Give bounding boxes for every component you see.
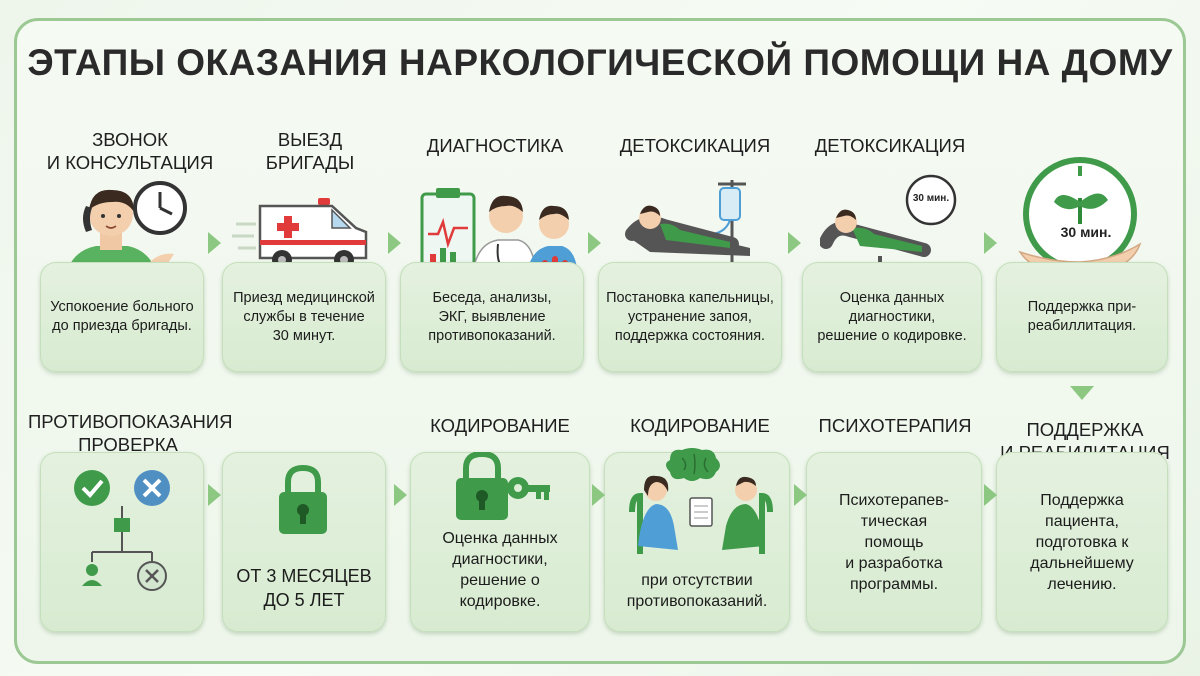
card-psychotherapy: Психотерапев- тическая помощь и разработ… xyxy=(806,452,982,632)
page-title: ЭТАПЫ ОКАЗАНИЯ НАРКОЛОГИЧЕСКОЙ ПОМОЩИ НА… xyxy=(27,42,1173,83)
plant-timer-label: 30 мин. xyxy=(1060,224,1112,240)
iv-drip-patient-icon xyxy=(625,180,750,268)
card-rehab: Поддержка пациента, подготовка к дальней… xyxy=(996,452,1168,632)
arrow-right-8 xyxy=(592,484,605,506)
step-title-detox-1: ДЕТОКСИКАЦИЯ xyxy=(619,135,771,156)
arrow-right-2 xyxy=(388,232,401,254)
card-diagnostics: Беседа, анализы, ЭКГ, выявление противоп… xyxy=(400,262,584,372)
check-cross-flow-icon xyxy=(74,470,170,591)
card-support: Поддержка при- реабиллитация. xyxy=(996,262,1168,372)
step-title-psychotherapy: ПСИХОТЕРАПИЯ xyxy=(818,415,972,436)
step-title-detox-2: ДЕТОКСИКАЦИЯ xyxy=(814,135,966,156)
arrow-right-3 xyxy=(588,232,601,254)
step-title-diagnostics: ДИАГНОСТИКА xyxy=(426,135,564,156)
card-call: Успокоение больного до приезда бригады. xyxy=(40,262,204,372)
arrow-right-9 xyxy=(794,484,807,506)
step-title-coding-2: КОДИРОВАНИЕ xyxy=(630,415,770,436)
padlock-icon xyxy=(279,464,327,534)
arrow-down xyxy=(1070,386,1094,400)
card-detox-2: Оценка данных диагностики, решение о код… xyxy=(802,262,982,372)
arrow-right-10 xyxy=(984,484,997,506)
step-title-coding-1: КОДИРОВАНИЕ xyxy=(430,415,570,436)
timer-badge-label: 30 мин. xyxy=(912,193,950,204)
step-title-call: ЗВОНОК И КОНСУЛЬТАЦИЯ xyxy=(46,129,214,173)
arrow-right-7 xyxy=(394,484,407,506)
lock-key-icon xyxy=(456,452,550,520)
card-detox-1: Постановка капельницы, устранение запоя,… xyxy=(598,262,782,372)
card-departure: Приезд медицинской службы в течение 30 м… xyxy=(222,262,386,372)
arrow-right-1 xyxy=(208,232,221,254)
arrow-right-5 xyxy=(984,232,997,254)
clock-icon xyxy=(133,181,187,235)
arrow-right-4 xyxy=(788,232,801,254)
timer-badge-icon xyxy=(905,174,957,226)
arrow-right-6 xyxy=(208,484,221,506)
card-duration: ОТ 3 МЕСЯЦЕВ ДО 5 ЛЕТ xyxy=(222,452,386,632)
step-title-contraindications: ПРОТИВОПОКАЗАНИЯ ПРОВЕРКА xyxy=(28,411,233,455)
therapy-session-icon xyxy=(629,448,773,554)
step-title-departure: ВЫЕЗД БРИГАДЫ xyxy=(265,129,355,173)
